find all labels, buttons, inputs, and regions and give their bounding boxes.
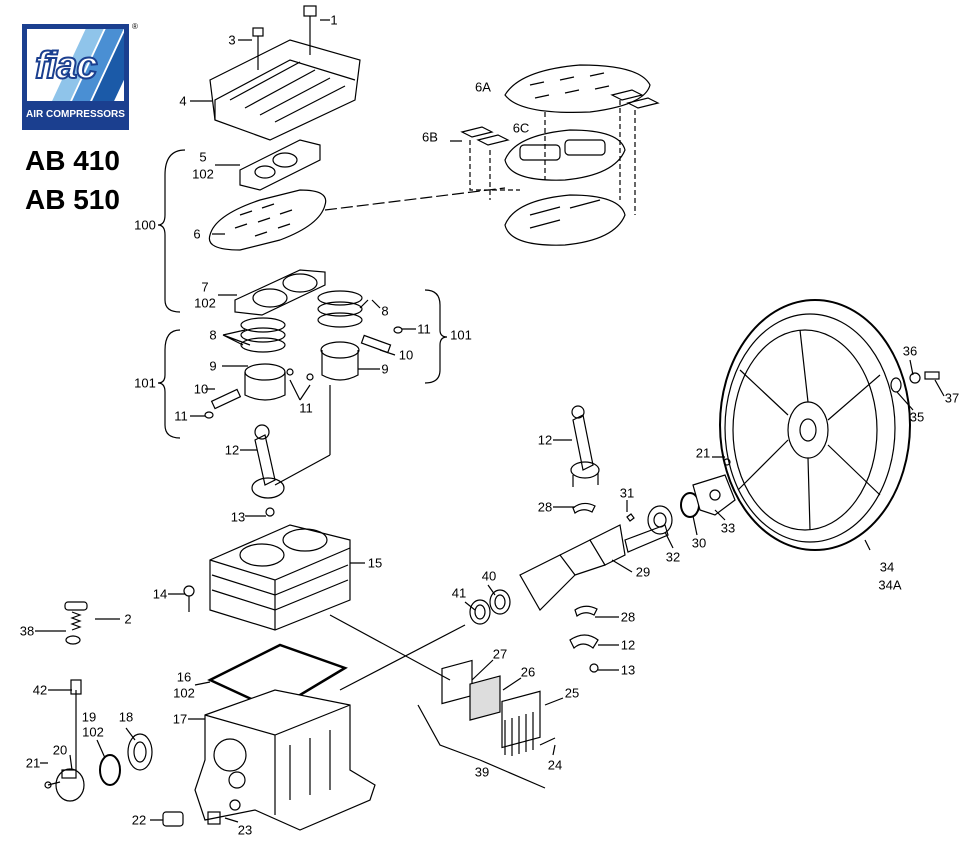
fiac-logo: fiac AIR COMPRESSORS <box>22 24 129 130</box>
piston-rings <box>240 290 363 353</box>
callout: 9 <box>381 361 389 377</box>
callout: 12 <box>537 432 553 448</box>
flywheel <box>719 299 911 551</box>
callout: 5 <box>199 149 207 165</box>
callout: 22 <box>131 812 147 828</box>
crankcase <box>194 689 376 831</box>
callout: 7 <box>201 279 209 295</box>
callout: 102 <box>173 685 195 701</box>
callout: 20 <box>52 742 68 758</box>
callout: 102 <box>192 166 214 182</box>
callout: 38 <box>19 623 35 639</box>
callout: 11 <box>417 321 431 337</box>
callout: 13 <box>620 662 636 678</box>
callout: 18 <box>118 709 134 725</box>
callout: 12 <box>620 637 636 653</box>
logo-brand: fiac <box>34 44 99 88</box>
cylinder-head <box>209 5 361 141</box>
callout: 16 <box>176 669 192 685</box>
callout: 39 <box>474 764 490 780</box>
callout: 10 <box>193 381 209 397</box>
model-name: AB 510 <box>25 184 120 215</box>
callout: 10 <box>398 347 414 363</box>
callout: 3 <box>228 32 236 48</box>
callout: 6A <box>475 79 491 95</box>
cylinder-block <box>209 524 351 631</box>
valve-plate <box>208 189 327 251</box>
callout: 14 <box>152 586 168 602</box>
callout: 24 <box>547 757 563 773</box>
callout: 28 <box>537 499 553 515</box>
logo-stripes: fiac <box>27 29 124 101</box>
logo-tagline: AIR COMPRESSORS <box>26 109 125 120</box>
callout: 11 <box>299 400 313 416</box>
callout: 27 <box>492 646 508 662</box>
callout: 37 <box>944 390 960 406</box>
callout: 11 <box>174 408 188 424</box>
callout: 15 <box>367 555 383 571</box>
callout: 6B <box>422 129 438 145</box>
callout: 102 <box>82 724 104 740</box>
callout: 21 <box>695 445 711 461</box>
callout: 6C <box>512 120 530 136</box>
callout: 6 <box>193 226 201 242</box>
callout: 8 <box>209 327 217 343</box>
registered-mark: ® <box>132 22 138 31</box>
callout: 17 <box>172 711 188 727</box>
model-name: AB 410 <box>25 145 120 176</box>
callout: 42 <box>32 682 48 698</box>
crankshaft <box>519 524 669 611</box>
callout: 31 <box>619 485 635 501</box>
callout: 29 <box>635 564 651 580</box>
callout: 32 <box>665 549 681 565</box>
callout: 23 <box>237 822 253 838</box>
callout: 30 <box>691 535 707 551</box>
callout: 34 <box>879 559 895 575</box>
callout: 41 <box>451 585 467 601</box>
callout: 12 <box>224 442 240 458</box>
callout: 2 <box>124 611 132 627</box>
callout: 9 <box>209 358 217 374</box>
callout: 101 <box>450 327 472 343</box>
callout: 8 <box>381 303 389 319</box>
callout: 4 <box>179 93 187 109</box>
callout: 101 <box>134 375 156 391</box>
callout: 100 <box>134 217 156 233</box>
callout: 28 <box>620 609 636 625</box>
callout: 13 <box>230 509 246 525</box>
callout: 33 <box>720 520 736 536</box>
callout: 35 <box>909 409 925 425</box>
callout: 21 <box>25 755 41 771</box>
callout: 102 <box>194 295 216 311</box>
callout: 1 <box>330 12 338 28</box>
callout: 36 <box>902 343 918 359</box>
callout: 19 <box>81 709 97 725</box>
callout: 26 <box>520 664 536 680</box>
callout: 40 <box>481 568 497 584</box>
callout: 25 <box>564 685 580 701</box>
callout: 34A <box>878 577 902 593</box>
